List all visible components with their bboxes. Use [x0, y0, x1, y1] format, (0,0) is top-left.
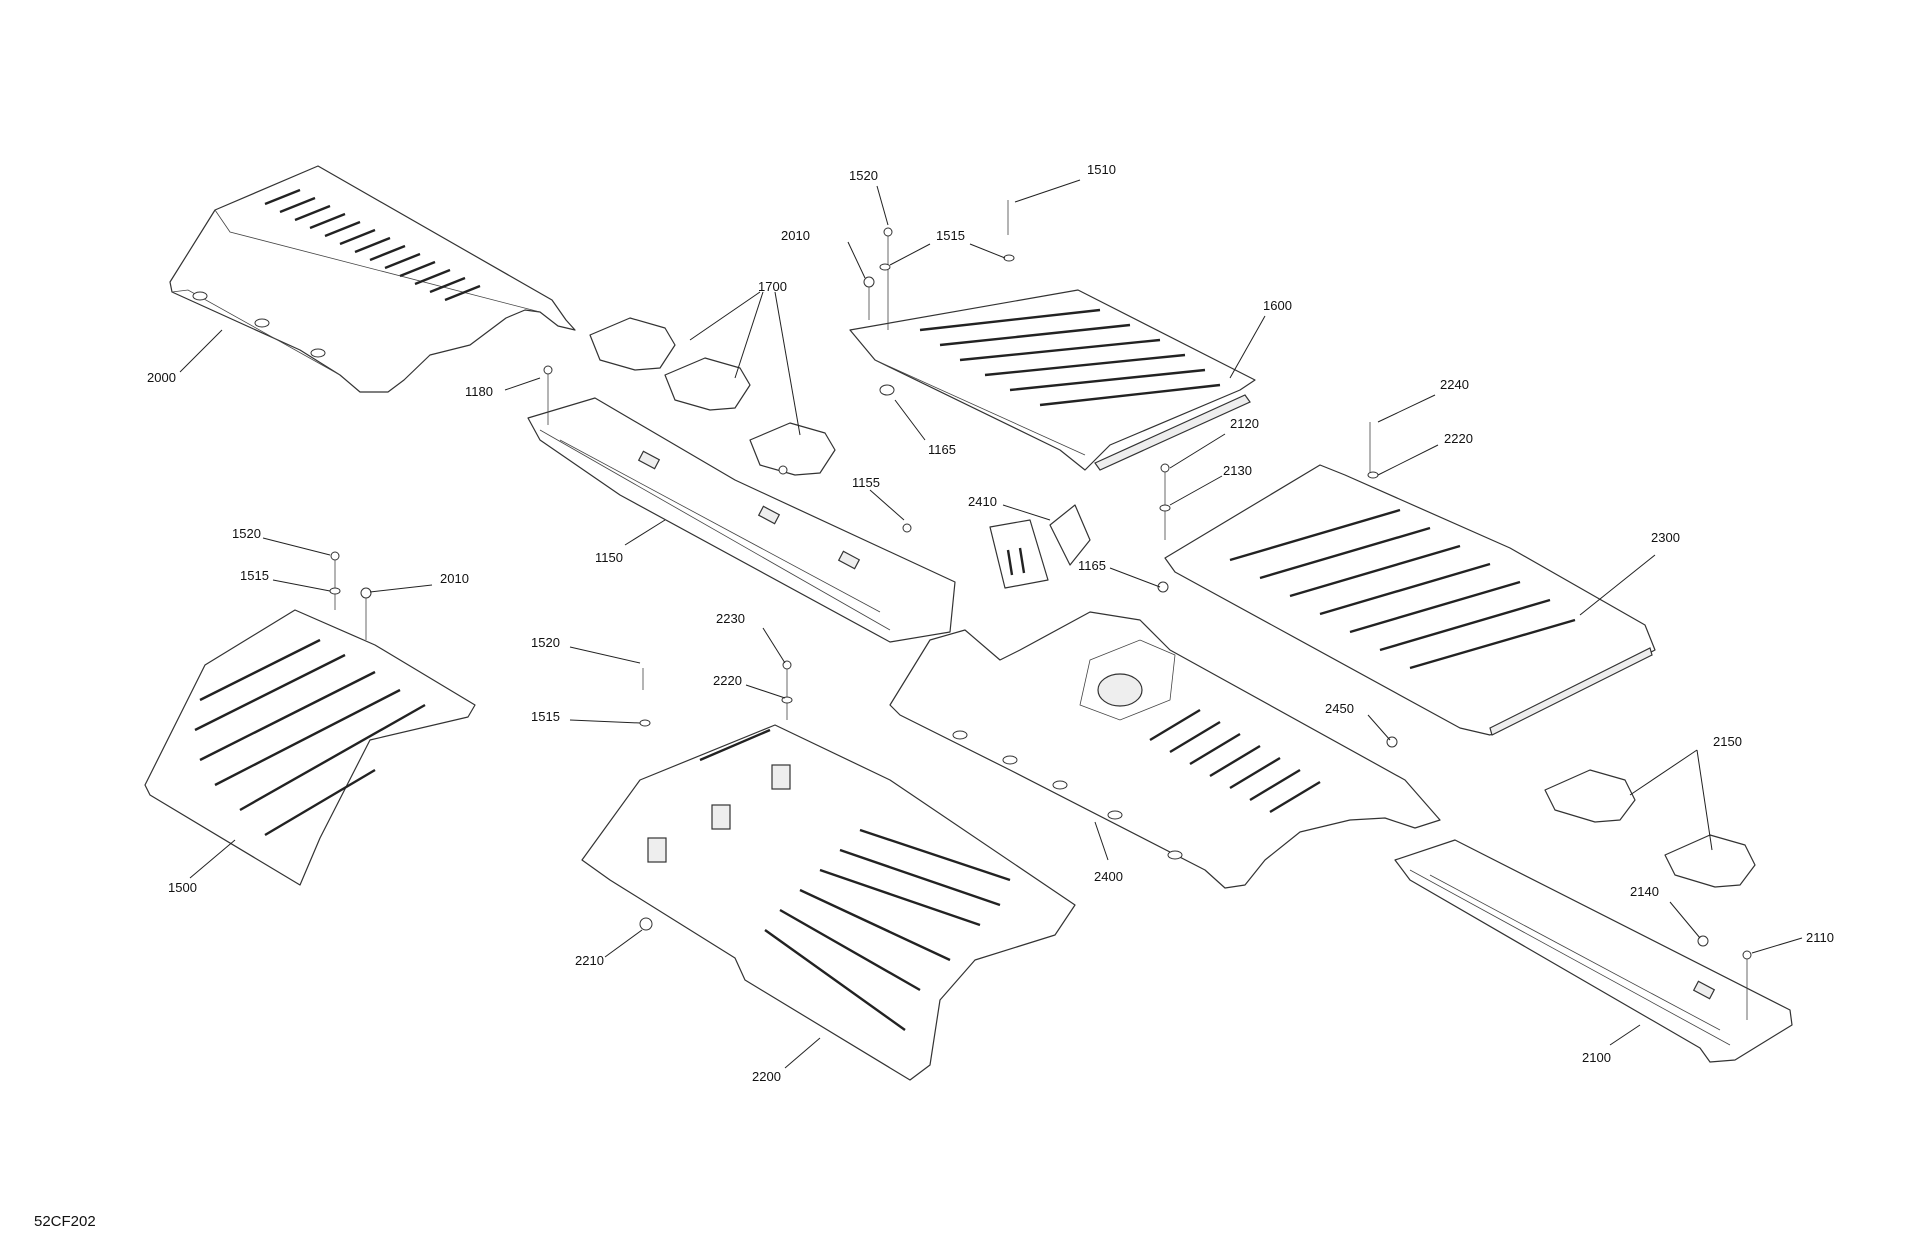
callout-2400: 2400: [1094, 869, 1123, 884]
callout-1515-top: 1515: [936, 228, 965, 243]
callout-2140: 2140: [1630, 884, 1659, 899]
part-1600-floor-panel: [849, 289, 1256, 471]
part-1500-grate: [194, 638, 426, 837]
callout-2150: 2150: [1713, 734, 1742, 749]
part-1600-grate: [919, 308, 1221, 407]
callout-2010-left: 2010: [440, 571, 469, 586]
callout-1520-mid: 1520: [531, 635, 560, 650]
callout-1180: 1180: [465, 384, 493, 399]
callout-2220-mid: 2220: [713, 673, 742, 688]
part-2200-grate: [699, 728, 1011, 1031]
callout-2240: 2240: [1440, 377, 1469, 392]
callout-labels: 2000 1700 1180 1150 1155 1520 2010 1515 …: [147, 162, 1834, 1084]
callout-2130: 2130: [1223, 463, 1252, 478]
callout-2410: 2410: [968, 494, 997, 509]
callout-2000: 2000: [147, 370, 176, 385]
callout-1150: 1150: [595, 550, 623, 565]
diagram-code: 52CF202: [34, 1213, 96, 1230]
callout-2110: 2110: [1806, 930, 1834, 945]
callout-1600: 1600: [1263, 298, 1292, 313]
callout-1515-left: 1515: [240, 568, 269, 583]
callout-1510: 1510: [1087, 162, 1116, 177]
part-1500-floor-panel: [144, 609, 476, 886]
callout-2210: 2210: [575, 953, 604, 968]
fasteners: [329, 200, 1752, 1020]
callout-2300: 2300: [1651, 530, 1680, 545]
callout-1515-mid: 1515: [531, 709, 560, 724]
part-2150-clips: [1544, 769, 1756, 888]
part-2300-floor-panel: [1164, 464, 1656, 736]
callout-1520-left: 1520: [232, 526, 261, 541]
part-1150-rail: [527, 397, 956, 643]
leader-lines: [179, 179, 1803, 1069]
part-2400-tunnel-cover: [889, 611, 1441, 889]
callout-1700: 1700: [758, 279, 787, 294]
part-1700-clips: [589, 317, 836, 476]
part-2400-vent-slots: [1149, 708, 1321, 814]
callout-1520-top: 1520: [849, 168, 878, 183]
callout-2220-right: 2220: [1444, 431, 1473, 446]
callout-1165-top: 1165: [928, 442, 956, 457]
callout-1165-mid: 1165: [1078, 558, 1106, 573]
callout-2450: 2450: [1325, 701, 1354, 716]
callout-1155: 1155: [852, 475, 880, 490]
part-2000-vent-slots: [264, 188, 481, 302]
callout-2120: 2120: [1230, 416, 1259, 431]
part-2300-grate: [1229, 508, 1576, 670]
part-2200-floor-panel: [581, 724, 1076, 1081]
callout-2230: 2230: [716, 611, 745, 626]
callout-2010-top: 2010: [781, 228, 810, 243]
callout-2200: 2200: [752, 1069, 781, 1084]
part-2410-plates: [989, 504, 1091, 589]
callout-1500: 1500: [168, 880, 197, 895]
part-2100-rail: [1394, 839, 1793, 1063]
part-2000-rear-cover: [169, 165, 576, 393]
callout-2100: 2100: [1582, 1050, 1611, 1065]
